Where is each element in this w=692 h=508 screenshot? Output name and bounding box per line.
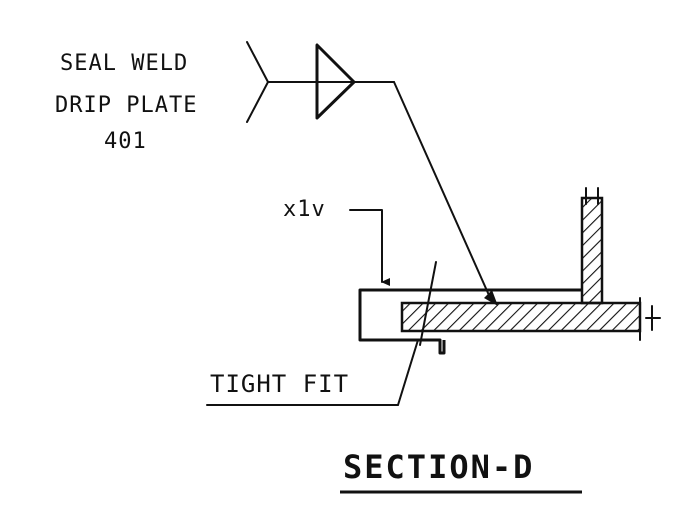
note-bracket <box>246 41 269 123</box>
weld-note-line-1: SEAL WELD <box>60 51 188 76</box>
section-title: SECTION-D <box>343 448 534 486</box>
weld-leader <box>246 41 498 306</box>
reference-arrow-line <box>349 209 390 286</box>
drip-plate-hatched <box>400 301 642 333</box>
clip-outline <box>358 288 446 355</box>
reference-tag: x1v <box>283 197 326 222</box>
vertical-web-hatched <box>580 196 604 305</box>
tight-fit-note: TIGHT FIT <box>210 370 349 398</box>
weld-arrow-leader <box>393 81 493 303</box>
tight-fit-leader <box>397 339 419 406</box>
weld-note-line-3: 401 <box>104 129 147 154</box>
weld-note-line-2: DRIP PLATE <box>55 93 197 118</box>
fillet-weld-triangle-icon <box>315 43 356 120</box>
